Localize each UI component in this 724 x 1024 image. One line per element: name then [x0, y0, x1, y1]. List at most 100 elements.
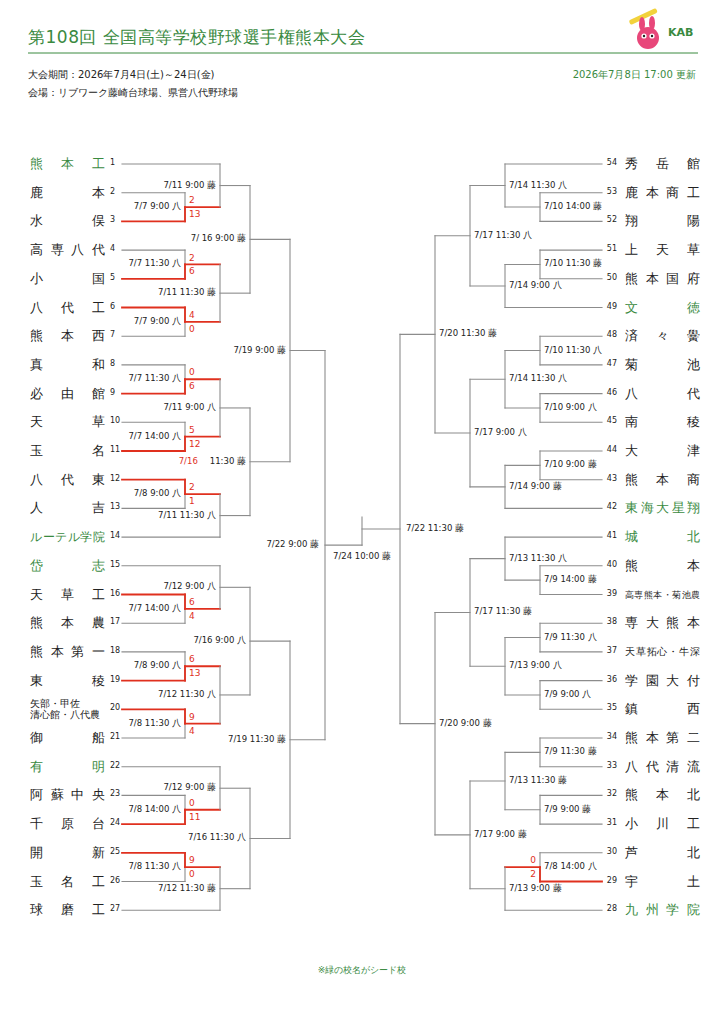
match-info: 7/10 9:00 藤 [544, 459, 597, 470]
bracket-line [435, 433, 470, 434]
title: 第108回 全国高等学校野球選手権熊本大会 [28, 26, 365, 49]
team-name: 天草 [30, 414, 105, 430]
score: 6 [189, 380, 195, 392]
match-info: 7/16 11:30 八 [188, 832, 246, 843]
match-date: 11:30 藤 [210, 456, 246, 466]
bracket-line [122, 364, 185, 365]
match-date: 7/14 9:00 藤 [509, 481, 562, 491]
match-info: 7/8 9:00 八 [134, 660, 181, 671]
match-info: 7/7 11:30 八 [128, 258, 181, 269]
match-info: 7/11 11:30 藤 [158, 287, 216, 298]
team-name: 熊本農 [30, 615, 105, 631]
match-info: 7/8 11:30 八 [128, 861, 181, 872]
team-number: 28 [607, 904, 617, 914]
bracket-line [540, 766, 602, 767]
match-info: 7/14 9:00 八 [509, 280, 562, 291]
team-name: 八代東 [30, 472, 105, 488]
team-name: 九州学院 [625, 902, 700, 918]
match-date: 7/16 9:00 八 [193, 635, 246, 645]
team-number: 13 [110, 502, 120, 512]
team-number: 32 [607, 789, 617, 799]
winner-line [185, 321, 220, 323]
team-number: 31 [607, 818, 617, 828]
bracket-line [540, 278, 602, 279]
score: 0 [189, 323, 195, 335]
team-number: 17 [110, 617, 120, 627]
team-number: 40 [607, 560, 617, 570]
bracket-line [540, 422, 602, 423]
match-date: 7/12 11:30 八 [158, 689, 216, 699]
team-name: 済々黌 [625, 328, 700, 344]
match-info: 7/7 11:30 八 [128, 373, 181, 384]
match-date: 7/12 9:00 八 [163, 581, 216, 591]
winner-line [122, 680, 185, 682]
winner-line [185, 608, 220, 610]
match-info: 7/14 11:30 八 [509, 373, 567, 384]
team-name: 真和 [30, 357, 105, 373]
team-name: 人吉 [30, 500, 105, 516]
match-date: 7/13 9:00 八 [509, 660, 562, 670]
score: 9 [189, 711, 195, 723]
winner-line [540, 881, 602, 883]
team-name: 小国 [30, 271, 105, 287]
bracket-line [540, 594, 602, 595]
match-info: 7/17 9:00 八 [474, 427, 527, 438]
team-name: 高専熊本・菊池農 [625, 587, 700, 603]
match-date: 7/12 11:30 藤 [158, 883, 216, 893]
team-name: 熊本工 [30, 156, 105, 172]
bracket-line [505, 809, 540, 810]
bracket-line [220, 185, 250, 186]
winner-line [505, 866, 540, 868]
team-name: 八代工 [30, 300, 105, 316]
match-date: 7/8 11:30 八 [128, 718, 181, 728]
team-number: 1 [110, 158, 115, 168]
team-name: 球磨工 [30, 902, 105, 918]
bracket-line [122, 537, 220, 538]
winner-line [184, 308, 186, 322]
bracket-line [122, 766, 220, 767]
score: 2 [530, 868, 536, 880]
match-date: 7/ 16 9:00 藤 [191, 233, 246, 243]
winner-line [122, 278, 185, 280]
team-name: 水俣 [30, 213, 105, 229]
score: 2 [189, 252, 195, 264]
bracket-line [540, 737, 602, 738]
match-info: 7/7 9:00 八 [134, 201, 181, 212]
team-name: 学園大付 [625, 673, 700, 689]
match-date: 7/17 9:00 八 [474, 427, 527, 437]
match-date: 7/10 9:00 八 [544, 402, 597, 412]
bracket-line [220, 515, 250, 516]
match-date: 7/7 14:00 八 [128, 603, 181, 613]
bracket-line [122, 910, 220, 911]
match-info: 7/17 9:00 藤 [474, 829, 527, 840]
match-date: 7/11 11:30 藤 [158, 287, 216, 297]
match-info: 7/1611:30 藤 [179, 456, 246, 467]
bracket-line [540, 364, 602, 365]
bracket-line [362, 528, 400, 529]
match-info: 7/19 9:00 藤 [233, 345, 286, 356]
team-number: 7 [110, 330, 115, 340]
match-info: 7/ 16 9:00 藤 [191, 233, 246, 244]
bracket-line [122, 881, 185, 882]
bracket-line [540, 651, 602, 652]
bracket-line [505, 350, 540, 351]
score: 9 [189, 854, 195, 866]
match-info: 7/13 9:00 八 [509, 660, 562, 671]
match-info: 7/11 11:30 八 [158, 510, 216, 521]
team-name: 鎮西 [625, 701, 700, 717]
score: 11 [189, 811, 200, 823]
match-info: 7/8 9:00 八 [134, 488, 181, 499]
winner-line [122, 594, 185, 596]
bracket-line [540, 221, 602, 222]
bracket-line [400, 334, 435, 335]
team-name: 熊本 [625, 558, 700, 574]
match-date: 7/9 11:30 藤 [544, 746, 597, 756]
bracket-line [470, 379, 505, 380]
score: 2 [189, 481, 195, 493]
team-number: 10 [110, 416, 120, 426]
bracket-line [361, 517, 362, 545]
team-number: 36 [607, 675, 617, 685]
final-date: 7/24 10:00 藤 [333, 551, 391, 562]
match-info: 7/8 14:00 八 [128, 804, 181, 815]
team-name: 矢部・甲佐 清心館・八代農 [30, 698, 105, 720]
